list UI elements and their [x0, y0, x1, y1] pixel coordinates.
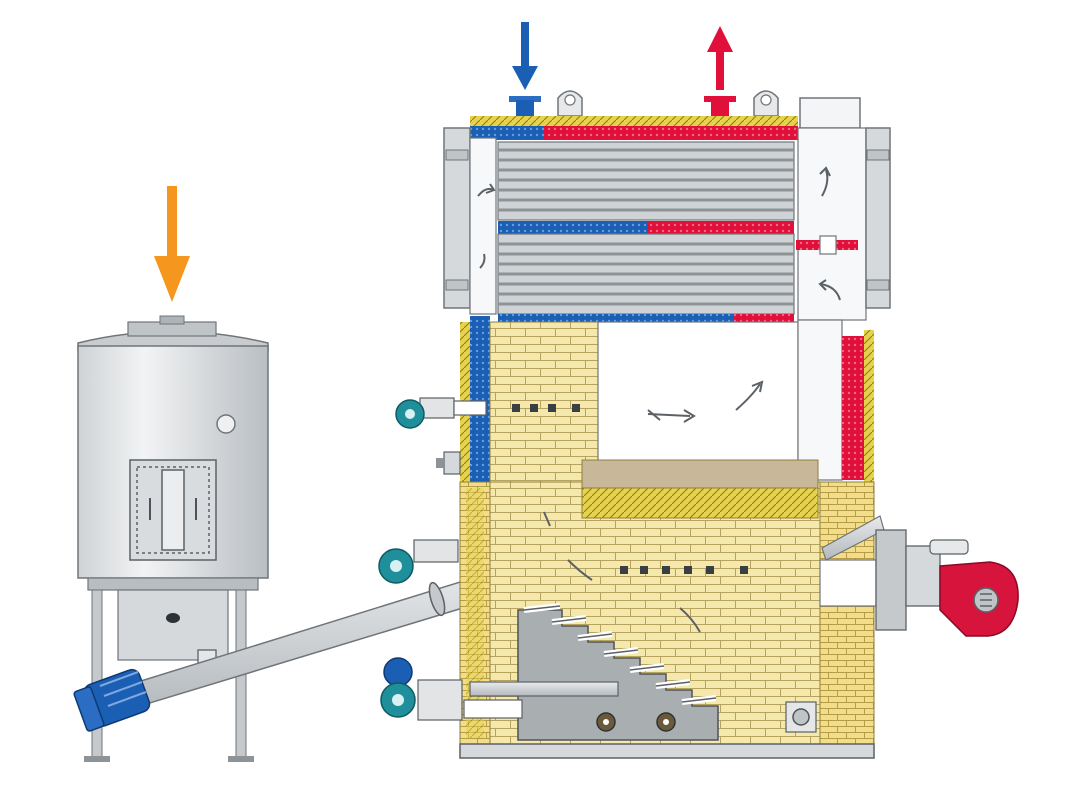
cold-water-inlet-down-arrow-icon	[512, 22, 538, 90]
lower-tube-bank	[497, 233, 795, 315]
secondary-air-fan-icon	[395, 397, 487, 429]
upper-tube-bank	[497, 141, 795, 221]
furnace-lower	[378, 459, 885, 759]
screw-conveyor	[73, 564, 523, 732]
heat-exchanger	[443, 22, 891, 322]
grate-air-fan-icon	[380, 657, 463, 721]
flow-arrow-icon	[543, 511, 701, 633]
fuel-feed-down-arrow-icon	[154, 186, 190, 302]
combustion-chamber-upper	[395, 316, 874, 483]
hot-water-outlet-up-arrow-icon	[707, 26, 733, 90]
conveyor-motor-icon	[73, 668, 151, 732]
primary-air-fan-icon	[378, 539, 459, 584]
auxiliary-burner-icon	[875, 529, 1019, 637]
flow-arrow-icon	[477, 166, 841, 301]
moving-grate	[517, 603, 719, 741]
flow-arrow-icon	[647, 380, 764, 423]
fuel-silo	[77, 186, 269, 762]
